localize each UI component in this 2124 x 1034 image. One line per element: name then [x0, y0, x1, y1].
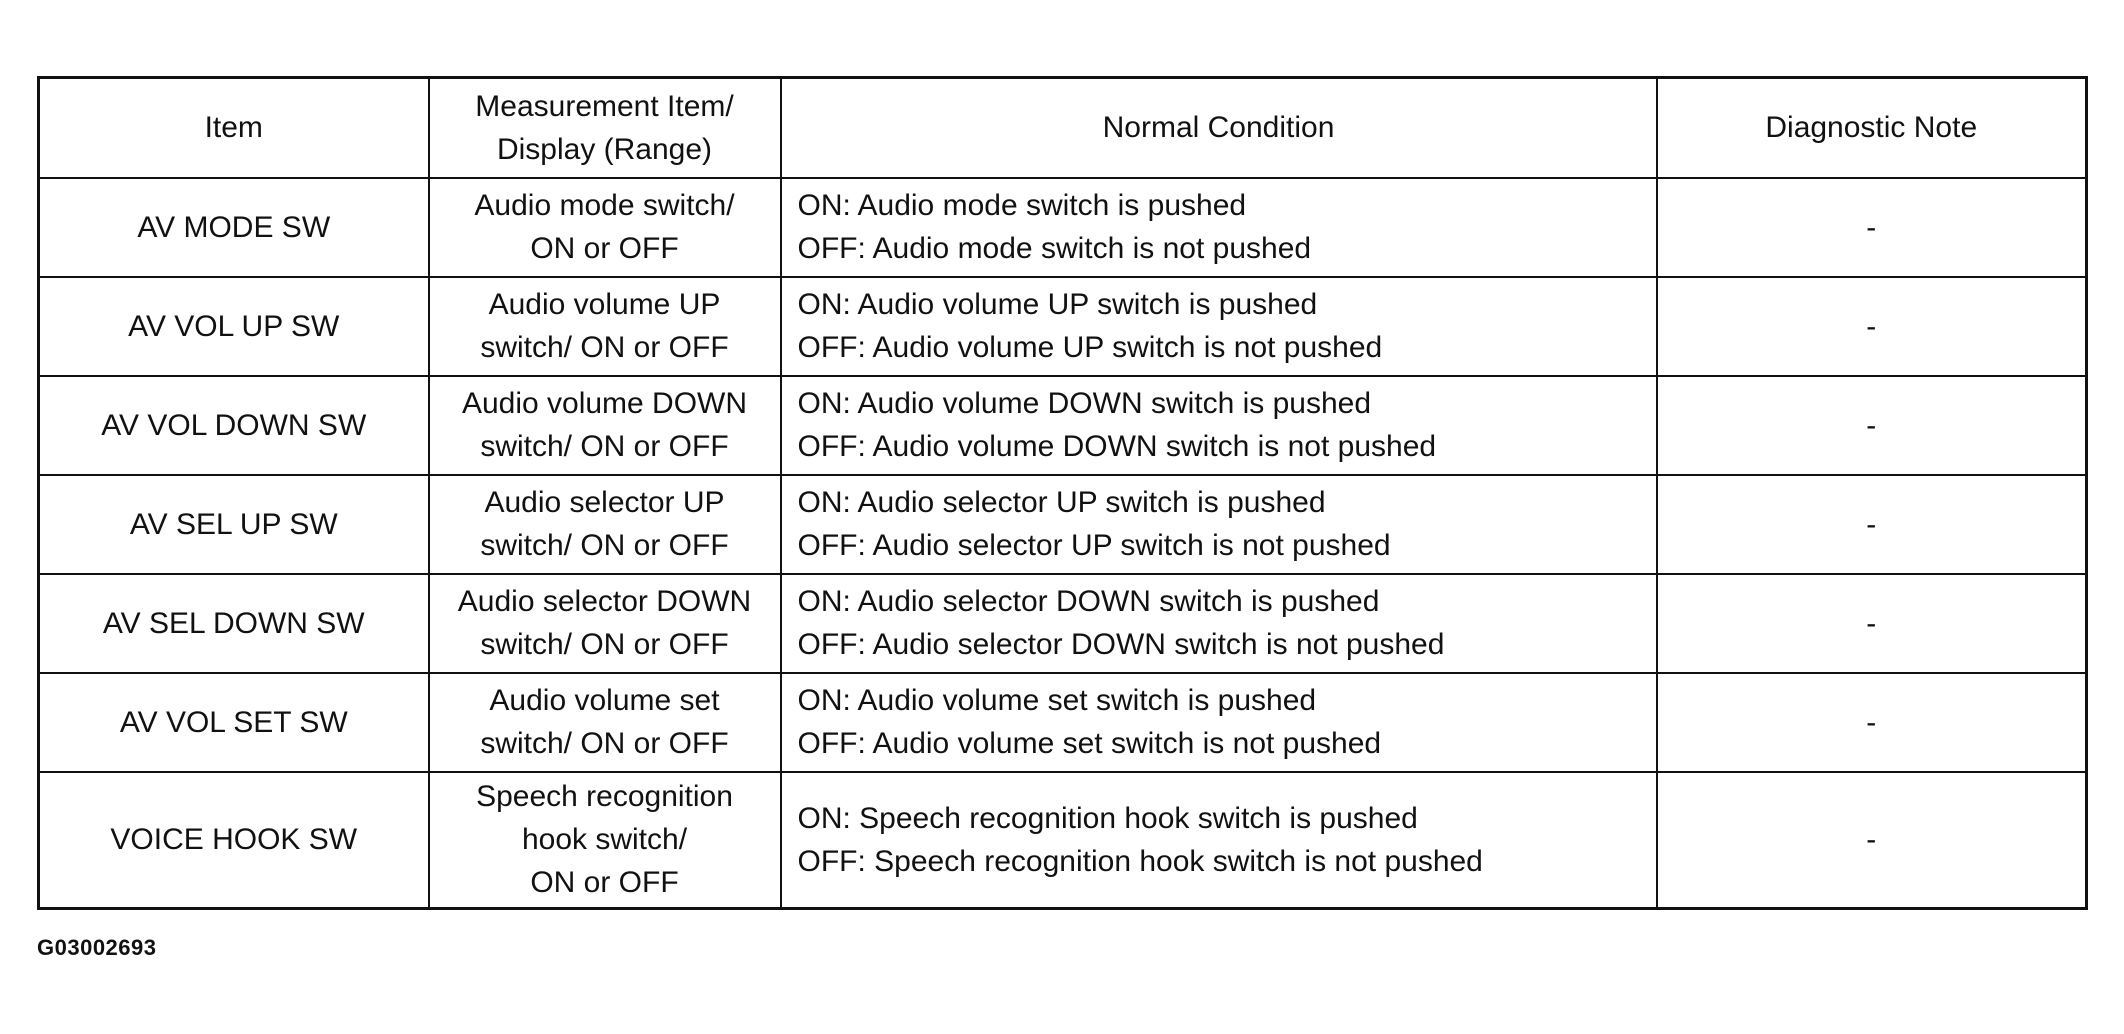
table-row: AV MODE SW Audio mode switch/ ON or OFF … — [37, 176, 2088, 278]
header-row: Item Measurement Item/ Display (Range) N… — [37, 76, 2088, 179]
table-row: AV VOL UP SW Audio volume UP switch/ ON … — [37, 275, 2088, 377]
diagnostic-note-cell: - — [1655, 275, 2088, 377]
table-row: AV SEL UP SW Audio selector UP switch/ O… — [37, 473, 2088, 575]
normal-condition-cell: ON: Audio volume UP switch is pushed OFF… — [779, 275, 1658, 377]
item-cell: VOICE HOOK SW — [37, 770, 430, 910]
normal-condition-cell: ON: Audio volume set switch is pushed OF… — [779, 671, 1658, 773]
diagnostic-note-cell: - — [1655, 374, 2088, 476]
item-cell: AV SEL DOWN SW — [37, 572, 430, 674]
figure-id-label: G03002693 — [37, 935, 157, 960]
item-cell: AV VOL DOWN SW — [37, 374, 430, 476]
measurement-cell: Audio selector DOWN switch/ ON or OFF — [427, 572, 782, 674]
diagnostic-note-cell: - — [1655, 572, 2088, 674]
header-normal-condition: Normal Condition — [779, 76, 1658, 179]
header-item: Item — [37, 76, 430, 179]
item-cell: AV SEL UP SW — [37, 473, 430, 575]
normal-condition-cell: ON: Audio volume DOWN switch is pushed O… — [779, 374, 1658, 476]
measurement-cell: Audio selector UP switch/ ON or OFF — [427, 473, 782, 575]
table-row: AV VOL SET SW Audio volume set switch/ O… — [37, 671, 2088, 773]
table-row: AV VOL DOWN SW Audio volume DOWN switch/… — [37, 374, 2088, 476]
normal-condition-cell: ON: Audio selector DOWN switch is pushed… — [779, 572, 1658, 674]
normal-condition-cell: ON: Audio selector UP switch is pushed O… — [779, 473, 1658, 575]
measurement-cell: Audio volume set switch/ ON or OFF — [427, 671, 782, 773]
normal-condition-cell: ON: Speech recognition hook switch is pu… — [779, 770, 1658, 910]
measurement-cell: Audio mode switch/ ON or OFF — [427, 176, 782, 278]
table-header: Item Measurement Item/ Display (Range) N… — [37, 76, 2088, 179]
table-row: AV SEL DOWN SW Audio selector DOWN switc… — [37, 572, 2088, 674]
measurement-cell: Speech recognition hook switch/ ON or OF… — [427, 770, 782, 910]
measurement-cell: Audio volume UP switch/ ON or OFF — [427, 275, 782, 377]
item-cell: AV VOL UP SW — [37, 275, 430, 377]
normal-condition-cell: ON: Audio mode switch is pushed OFF: Aud… — [779, 176, 1658, 278]
diagnostic-data-table: Item Measurement Item/ Display (Range) N… — [37, 76, 2088, 910]
header-diagnostic-note: Diagnostic Note — [1655, 76, 2088, 179]
item-cell: AV VOL SET SW — [37, 671, 430, 773]
diagnostic-note-cell: - — [1655, 671, 2088, 773]
measurement-cell: Audio volume DOWN switch/ ON or OFF — [427, 374, 782, 476]
diagnostic-note-cell: - — [1655, 176, 2088, 278]
diagnostic-note-cell: - — [1655, 473, 2088, 575]
table-row: VOICE HOOK SW Speech recognition hook sw… — [37, 770, 2088, 910]
header-measurement: Measurement Item/ Display (Range) — [427, 76, 782, 179]
table-body: AV MODE SW Audio mode switch/ ON or OFF … — [37, 176, 2088, 910]
diagnostic-note-cell: - — [1655, 770, 2088, 910]
item-cell: AV MODE SW — [37, 176, 430, 278]
